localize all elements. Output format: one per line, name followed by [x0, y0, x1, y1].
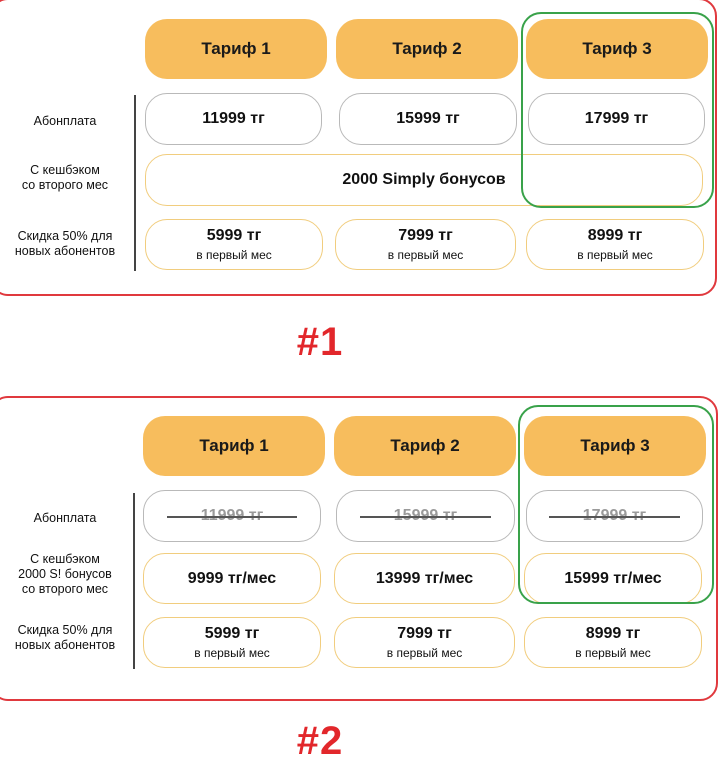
v1-header-tariff-3: Тариф 3 [526, 19, 708, 79]
v1-fee-tariff-1: 11999 тг [145, 93, 322, 145]
v1-fee-tariff-2: 15999 тг [339, 93, 517, 145]
variant-1-number: #1 [296, 319, 344, 364]
v1-discount-tariff-1: 5999 тг в первый мес [145, 219, 323, 270]
v1-highlight-tariff-3 [521, 12, 714, 208]
v2-header-tariff-3: Тариф 3 [524, 416, 706, 476]
v1-discount-tariff-2: 7999 тг в первый мес [335, 219, 516, 270]
v2-discount-tariff-1: 5999 тг в первый мес [143, 617, 321, 668]
v1-label-discount: Скидка 50% для новых абонентов [14, 229, 116, 258]
v1-discount-tariff-3: 8999 тг в первый мес [526, 219, 704, 270]
v2-header-tariff-2: Тариф 2 [334, 416, 516, 476]
v2-divider [133, 493, 135, 669]
v2-discount-tariff-2: 7999 тг в первый мес [334, 617, 515, 668]
v2-label-fee: Абонплата [33, 510, 97, 525]
v2-header-tariff-1: Тариф 1 [143, 416, 325, 476]
v2-fee-tariff-2: 15999 тг [336, 490, 515, 542]
v2-cashback-tariff-3: 15999 тг/мес [524, 553, 702, 604]
v2-label-discount: Скидка 50% для новых абонентов [14, 623, 116, 652]
variant-2-frame [0, 396, 718, 701]
variant-2-number: #2 [296, 718, 344, 763]
v1-label-fee: Абонплата [33, 113, 97, 128]
v1-fee-tariff-3: 17999 тг [528, 93, 705, 145]
v1-divider [134, 95, 136, 271]
v1-label-cashback: С кешбэком со второго мес [21, 163, 109, 192]
v1-header-tariff-1: Тариф 1 [145, 19, 327, 79]
v2-discount-tariff-3: 8999 тг в первый мес [524, 617, 702, 668]
v2-cashback-tariff-1: 9999 тг/мес [143, 553, 321, 604]
v2-fee-tariff-3: 17999 тг [526, 490, 703, 542]
v2-highlight-tariff-3 [518, 405, 714, 604]
v2-cashback-tariff-2: 13999 тг/мес [334, 553, 515, 604]
v1-header-tariff-2: Тариф 2 [336, 19, 518, 79]
variant-1-frame [0, 0, 717, 296]
v2-label-cashback: С кешбэком 2000 S! бонусов со второго ме… [18, 551, 112, 596]
v2-fee-tariff-1: 11999 тг [143, 490, 321, 542]
v1-cashback-all-tariffs: 2000 Simply бонусов [145, 154, 703, 206]
